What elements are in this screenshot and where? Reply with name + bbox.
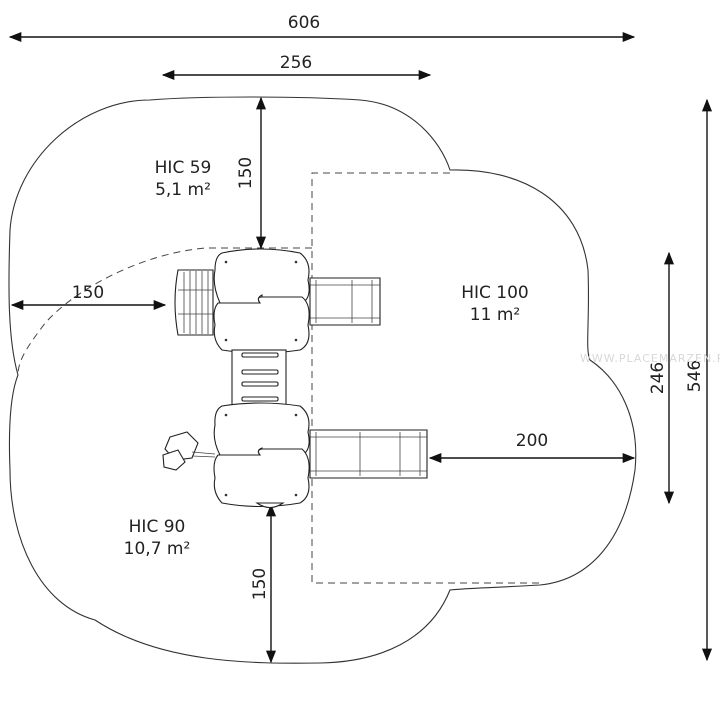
dim-text-150-top: 150 bbox=[236, 157, 256, 189]
dim-text-606: 606 bbox=[288, 13, 320, 33]
bottom-step bbox=[255, 502, 285, 509]
zone-hic100-name: HIC 100 bbox=[461, 283, 529, 303]
climbing-ramp bbox=[174, 269, 214, 336]
watermark-text: WWW.PLACEMARZEN.PL bbox=[580, 352, 720, 365]
zone-hic90-area: 10,7 m² bbox=[124, 539, 191, 559]
bridge bbox=[231, 349, 287, 407]
lower-tower bbox=[213, 402, 310, 508]
dim-text-546: 546 bbox=[685, 360, 705, 392]
dim-text-246: 246 bbox=[648, 362, 668, 394]
zone-hic59-name: HIC 59 bbox=[155, 158, 212, 178]
zone-hic100-area: 11 m² bbox=[470, 305, 520, 325]
dim-text-150-left: 150 bbox=[72, 283, 104, 303]
dim-text-256: 256 bbox=[280, 53, 312, 73]
playground-equipment bbox=[162, 248, 428, 509]
zone-hic90-boundary bbox=[17, 247, 312, 376]
steering-wheel bbox=[162, 431, 216, 471]
upper-tower bbox=[213, 248, 310, 354]
safety-zone-outline bbox=[8, 96, 637, 664]
zone-hic59-area: 5,1 m² bbox=[155, 180, 211, 200]
dim-text-200: 200 bbox=[516, 431, 548, 451]
zone-hic100-boundary bbox=[311, 172, 540, 584]
zone-hic90-name: HIC 90 bbox=[129, 517, 186, 537]
upper-slide bbox=[309, 277, 381, 326]
lower-slide bbox=[309, 429, 428, 479]
dim-text-150-bottom: 150 bbox=[250, 568, 270, 600]
